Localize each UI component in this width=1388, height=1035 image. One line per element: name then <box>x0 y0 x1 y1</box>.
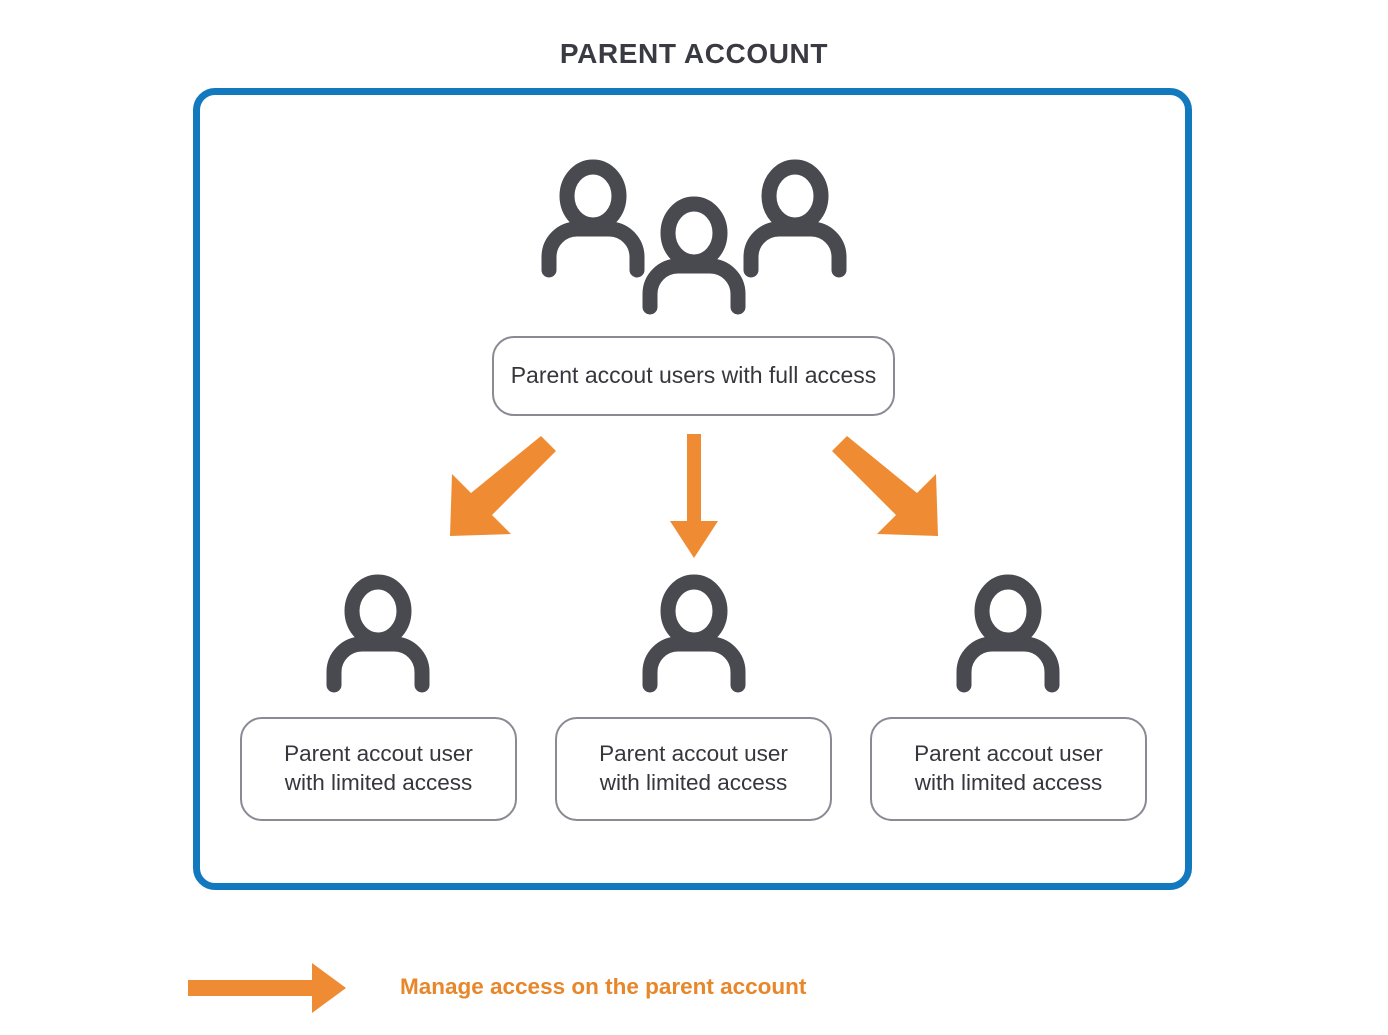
full-access-label: Parent accout users with full access <box>510 362 877 389</box>
legend-label: Manage access on the parent account <box>400 974 807 999</box>
limited-access-label-1-line-2: with limited access <box>284 770 473 795</box>
limited-access-label-1: Parent accout user with limited access <box>284 740 473 798</box>
full-access-label-box: Parent accout users with full access <box>492 336 895 416</box>
limited-access-label-box-1: Parent accout user with limited access <box>240 717 517 821</box>
limited-access-label-3-line-2: with limited access <box>914 770 1103 795</box>
page-title: PARENT ACCOUNT <box>559 38 829 69</box>
limited-access-label-3-line-1: Parent accout user <box>914 741 1103 767</box>
limited-access-label-box-3: Parent accout user with limited access <box>870 717 1147 821</box>
limited-access-label-2: Parent accout user with limited access <box>599 740 788 798</box>
legend: Manage access on the parent account <box>186 962 986 1018</box>
limited-access-label-box-2: Parent accout user with limited access <box>555 717 832 821</box>
limited-access-label-3: Parent accout user with limited access <box>914 740 1103 798</box>
limited-access-label-2-line-2: with limited access <box>599 770 788 795</box>
limited-access-label-1-line-1: Parent accout user <box>284 741 473 767</box>
limited-access-label-2-line-1: Parent accout user <box>599 741 788 767</box>
